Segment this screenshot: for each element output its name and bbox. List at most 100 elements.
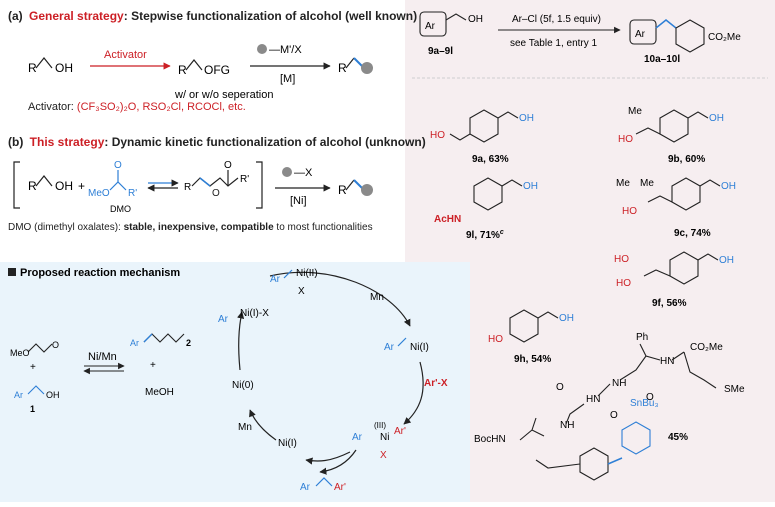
ni-iii-ni: Ni bbox=[380, 432, 389, 443]
o-label-ester: O bbox=[212, 188, 220, 199]
yield-9a: 9a, 63% bbox=[472, 154, 509, 165]
ho-9b: HO bbox=[618, 134, 633, 145]
ar-ni-ii: Ar bbox=[270, 274, 281, 285]
product-9f: OH HO HO 9f, 56% bbox=[614, 251, 734, 309]
prod-label: 10a–10l bbox=[644, 54, 680, 65]
mechanism: Proposed reaction mechanism MeO O + Ar O… bbox=[8, 267, 448, 493]
mn-left-label: Mn bbox=[238, 422, 252, 433]
ni-i-bottom-label: Ni(I) bbox=[278, 438, 297, 449]
plus-b: + bbox=[78, 179, 85, 193]
co2me-peptide: CO₂Me bbox=[690, 342, 723, 353]
ar-prime-product: Ar' bbox=[334, 482, 346, 493]
co2me-prod: CO₂Me bbox=[708, 32, 741, 43]
meoh-label: MeOH bbox=[145, 387, 174, 398]
ar-box-sm: Ar bbox=[425, 21, 436, 32]
mn-top-label: Mn bbox=[370, 292, 384, 303]
oh-9h: OH bbox=[559, 313, 574, 324]
svg-text:(b) This strategy: Dynam: (b) This strategy: Dynamic kinetic funct… bbox=[8, 135, 426, 149]
r-label-b3: R bbox=[338, 183, 347, 197]
sm-label: 9a–9l bbox=[428, 46, 453, 57]
o-peptide-1: O bbox=[556, 382, 564, 393]
section-b: (b) This strategy: Dynamic kinetic funct… bbox=[8, 135, 426, 233]
compound-1: 1 bbox=[30, 404, 35, 414]
svg-text:Activator: (CF₃SO₂)₂O, RSO₂Cl,: Activator: (CF₃SO₂)₂O, RSO₂Cl, RCOCl, et… bbox=[28, 101, 246, 113]
product-9a: OH HO 9a, 63% bbox=[430, 109, 534, 165]
oh-9a: OH bbox=[519, 113, 534, 124]
ho-9c: HO bbox=[622, 206, 637, 217]
ar-ester2: Ar bbox=[130, 338, 139, 348]
product-9l: OH AcHN 9l, 71%c bbox=[434, 177, 538, 241]
ar-ni-i: Ar bbox=[384, 342, 395, 353]
o-peptide-2: O bbox=[610, 410, 618, 421]
reagent-top-b: —X bbox=[294, 167, 313, 179]
ar-prime-ni-iii: Ar' bbox=[394, 426, 406, 437]
ni-mn-label: Ni/Mn bbox=[88, 351, 117, 363]
substrate-scheme: Ar OH 9a–9l Ar–Cl (5f, 1.5 equiv) see Ta… bbox=[412, 11, 768, 79]
section-a-title: : Stepwise functionalization of alcohol … bbox=[124, 9, 417, 23]
reagent-bottom-b: [Ni] bbox=[290, 195, 307, 207]
scheme-reagent-top: Ar–Cl (5f, 1.5 equiv) bbox=[512, 14, 601, 25]
me-9c-a: Me bbox=[616, 178, 630, 189]
reagent-top-a: —M'/X bbox=[269, 44, 302, 56]
me-9b: Me bbox=[628, 106, 642, 117]
oh-9b: OH bbox=[709, 113, 724, 124]
bochn-peptide: BocHN bbox=[474, 434, 506, 445]
section-b-highlight: This strategy bbox=[30, 135, 105, 149]
achn-9l: AcHN bbox=[434, 214, 461, 225]
carbon-node-icon-2 bbox=[361, 62, 373, 74]
compound-2: 2 bbox=[186, 338, 191, 348]
section-a-label: (a) bbox=[8, 9, 23, 23]
ph-peptide: Ph bbox=[636, 332, 648, 343]
dmo-label: DMO bbox=[110, 204, 131, 214]
carbon-node-icon-b2 bbox=[361, 184, 373, 196]
ho-9f-a: HO bbox=[614, 254, 629, 265]
oh-left: OH bbox=[46, 390, 60, 400]
oh-label: OH bbox=[55, 61, 73, 75]
section-a-highlight: General strategy bbox=[29, 9, 124, 23]
ni-i-x-label: Ni(I)-X bbox=[240, 308, 269, 319]
hn-peptide-1: HN bbox=[660, 356, 674, 367]
ar-product: Ar bbox=[300, 482, 311, 493]
mechanism-panel-bg bbox=[0, 262, 470, 502]
nh-peptide-1: NH bbox=[612, 378, 626, 389]
meo-left: MeO bbox=[10, 348, 30, 358]
carbon-node-icon bbox=[257, 44, 267, 54]
section-a: (a) General strategy: Stepwise functiona… bbox=[8, 9, 417, 113]
rp-label-ester: R' bbox=[240, 174, 249, 185]
svg-text:DMO (dimethyl oxalates): stabl: DMO (dimethyl oxalates): stable, inexpen… bbox=[8, 222, 373, 233]
svg-text:(a) General strategy: St: (a) General strategy: Stepwise functiona… bbox=[8, 9, 417, 23]
r-label-2: R bbox=[178, 63, 187, 77]
product-9h: OH HO 9h, 54% bbox=[488, 309, 574, 365]
separation-note: w/ or w/o seperation bbox=[174, 89, 273, 101]
oh-9l: OH bbox=[523, 181, 538, 192]
ho-9f-b: HO bbox=[616, 278, 631, 289]
snbu3-peptide: SnBu₃ bbox=[630, 398, 659, 409]
hn-peptide-2: HN bbox=[586, 394, 600, 405]
o-left: O bbox=[52, 340, 59, 350]
section-b-title: : Dynamic kinetic functionalization of a… bbox=[104, 135, 425, 149]
yield-9c: 9c, 74% bbox=[674, 228, 711, 239]
o-peptide-3: O bbox=[646, 392, 654, 403]
ar-x-label: Ar'-X bbox=[424, 378, 448, 389]
oh-9f: OH bbox=[719, 255, 734, 266]
activator-label: Activator: bbox=[28, 101, 77, 113]
ni-i-ar-label: Ni(I) bbox=[410, 342, 429, 353]
yield-9h: 9h, 54% bbox=[514, 354, 551, 365]
plus-mid: + bbox=[150, 360, 156, 371]
ni-ii-label: Ni(II) bbox=[296, 268, 318, 279]
dmo-note-suffix: to most functionalities bbox=[274, 222, 373, 233]
mechanism-title: Proposed reaction mechanism bbox=[20, 267, 180, 279]
o-label-ester-2: O bbox=[224, 160, 232, 171]
dmo-note-bold: stable, inexpensive, compatible bbox=[124, 222, 274, 233]
r-label: R bbox=[28, 61, 37, 75]
r-label-b: R bbox=[28, 179, 37, 193]
ho-9h: HO bbox=[488, 334, 503, 345]
ni-iii-label: (III) bbox=[374, 421, 386, 430]
ar-ni-i-x: Ar bbox=[218, 314, 229, 325]
plus-left: + bbox=[30, 362, 36, 373]
carbon-node-icon-b bbox=[282, 167, 292, 177]
yield-9l: 9l, 71% bbox=[466, 230, 500, 241]
yield-9l-sup: c bbox=[500, 229, 504, 236]
ar-box-prod: Ar bbox=[635, 29, 646, 40]
